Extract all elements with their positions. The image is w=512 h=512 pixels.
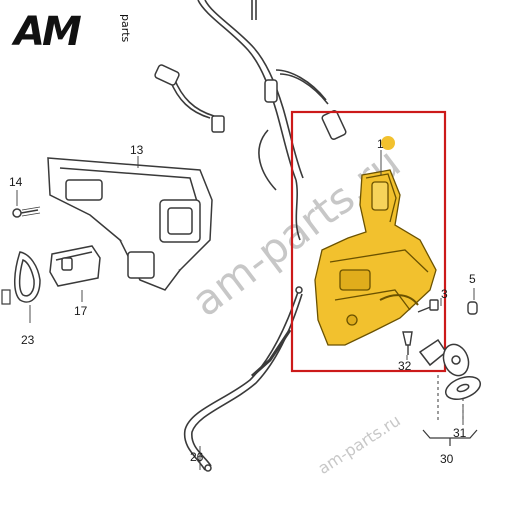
handle-bracket	[47, 157, 213, 291]
cap-17	[49, 245, 101, 287]
callout-14: 14	[9, 175, 23, 189]
logo-text: AM	[14, 9, 82, 55]
bowden-cable-26	[183, 291, 303, 471]
screw-14	[12, 206, 41, 218]
bracket-30	[422, 429, 478, 439]
cable-harness	[197, 0, 329, 241]
cable-end	[295, 286, 303, 294]
am-parts-logo: AM parts	[14, 10, 144, 56]
callout-32: 32	[398, 359, 412, 373]
sensor-wire	[169, 77, 215, 119]
screw-3	[417, 299, 439, 313]
callout-17: 17	[74, 304, 88, 318]
callout-1: 1	[377, 137, 384, 151]
watermark-small: am-parts.ru	[314, 411, 403, 478]
striker-30	[418, 338, 470, 377]
bolt-32	[402, 331, 413, 355]
harness-connector	[211, 79, 347, 140]
leader-lines	[16, 150, 475, 470]
callout-23: 23	[21, 333, 35, 347]
logo-subtext: parts	[119, 14, 132, 43]
cable-end-lower	[204, 464, 212, 472]
callout-13: 13	[130, 143, 144, 157]
highlight-frame	[290, 110, 447, 373]
callout-30: 30	[440, 452, 454, 466]
plug-5	[467, 301, 478, 315]
callout-3: 3	[441, 287, 448, 301]
door-lock-1	[314, 169, 437, 346]
sensor-plug	[154, 64, 180, 86]
callout-31: 31	[453, 426, 467, 440]
striker-plate-31	[444, 376, 482, 400]
logo-letters: AM	[14, 9, 82, 55]
callout-5: 5	[469, 272, 476, 286]
callout-marker-1	[381, 136, 395, 150]
callout-26: 26	[190, 450, 204, 464]
gasket-clip	[1, 289, 11, 305]
gasket-23	[14, 251, 41, 303]
